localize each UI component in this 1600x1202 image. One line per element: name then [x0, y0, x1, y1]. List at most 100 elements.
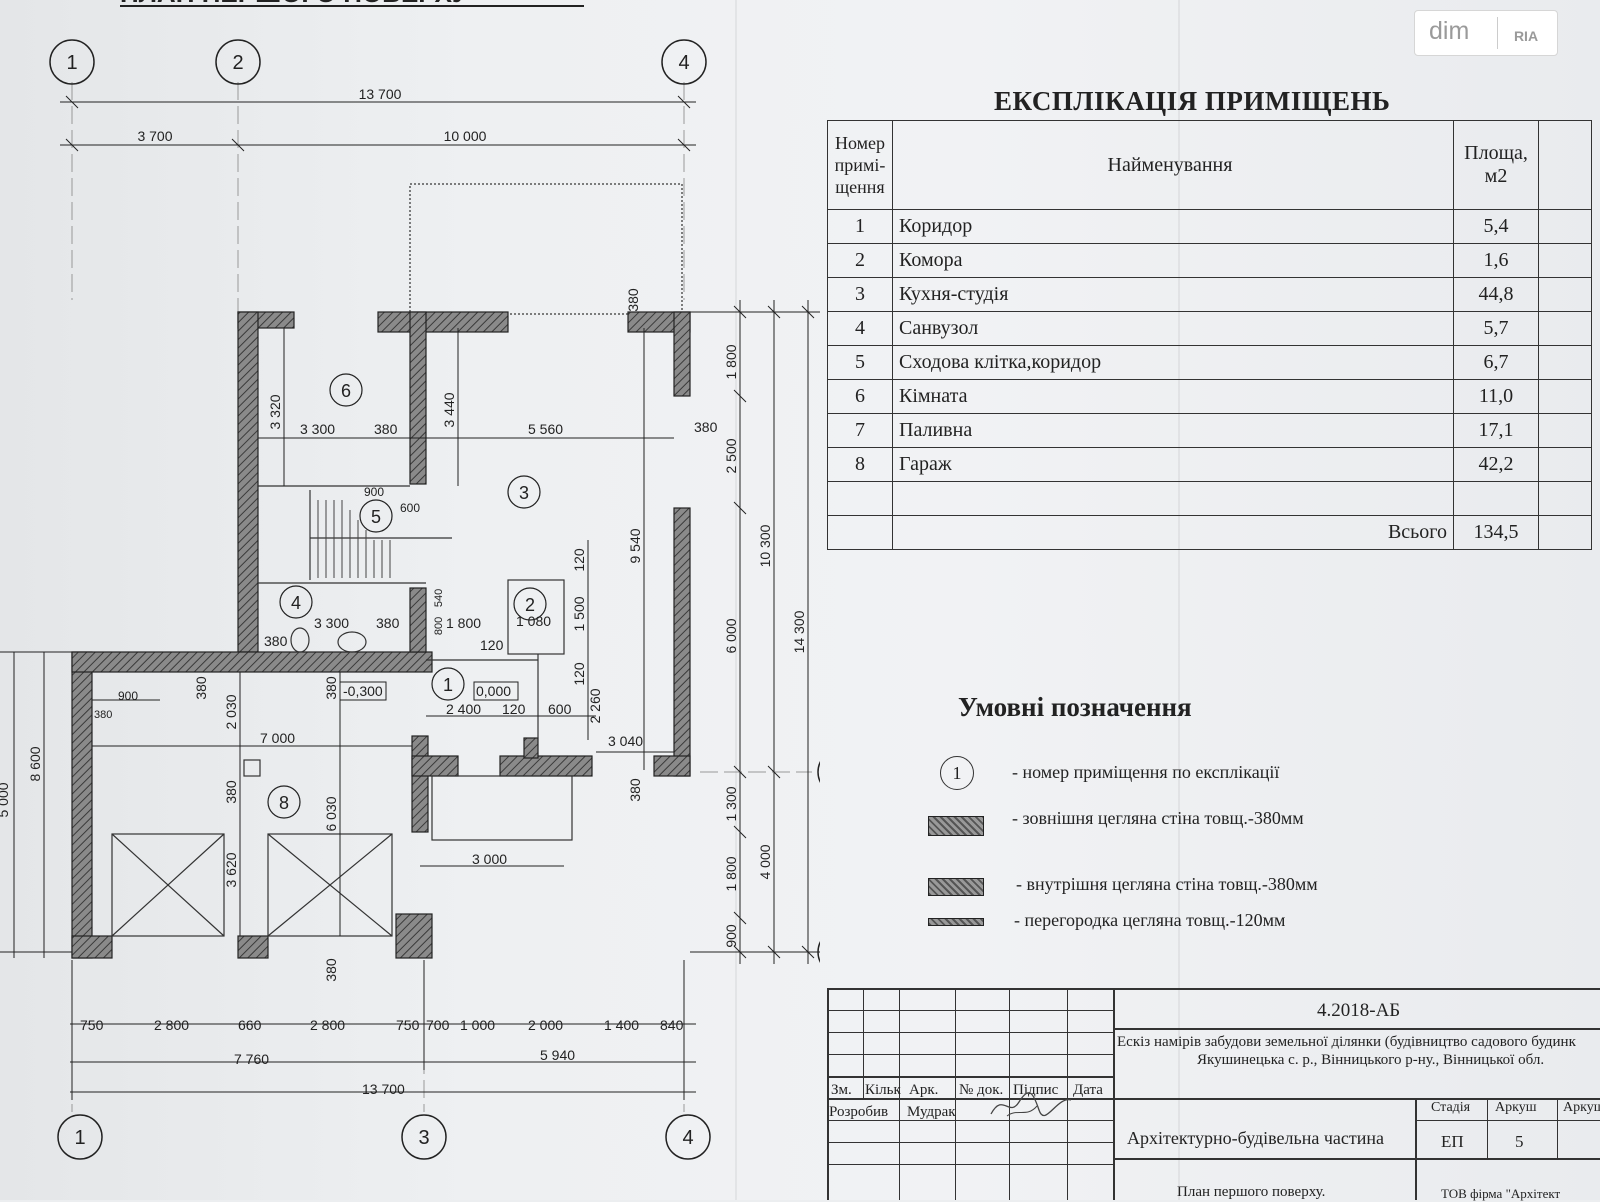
dimension: 120: [502, 701, 526, 717]
room-number: 8: [279, 793, 289, 813]
title-block: 4.2018-АБ Ескіз намірів забудови земельн…: [827, 988, 1600, 1201]
room-number: 5: [371, 507, 381, 527]
partition-swatch-icon: [928, 918, 984, 926]
dimension: 2 260: [587, 688, 603, 723]
logo-text: dim: [1429, 17, 1470, 45]
col-label: Кільк: [865, 1082, 901, 1098]
dimension: 14 300: [791, 610, 807, 653]
dimension: 6 030: [323, 796, 339, 831]
dimension: 120: [571, 662, 587, 686]
dimension: 900: [364, 485, 384, 499]
floor-plan: ПЛАН ПЕРШОГО ПОВЕРХУ 1 2 4 1 3 4 Б А 13 …: [0, 0, 820, 1160]
dimension: 3 440: [441, 392, 457, 427]
dimension: 3 620: [223, 852, 239, 887]
room-area: 5,7: [1453, 311, 1539, 346]
col-label: Підпис: [1013, 1082, 1059, 1098]
room-name: Комора: [892, 243, 1454, 278]
room-number: 6: [341, 381, 351, 401]
dimension: 1 500: [571, 596, 587, 631]
dimension: 1 800: [446, 615, 481, 631]
dimension: 2 800: [154, 1017, 189, 1033]
dimension: 1 080: [516, 613, 551, 629]
total-value: 134,5: [1453, 515, 1539, 550]
dimension: 7 760: [234, 1051, 269, 1067]
dimension: 1 800: [723, 856, 739, 891]
sheets-header: Аркуш: [1563, 1100, 1600, 1115]
dimension: 3 000: [472, 851, 507, 867]
stage-value: ЕП: [1441, 1132, 1464, 1151]
col-label: № док.: [959, 1082, 1004, 1098]
dimension: 1 400: [604, 1017, 639, 1033]
dimension: 1 800: [723, 344, 739, 379]
room-name: Санвузол: [892, 311, 1454, 346]
dimension: 380: [627, 778, 643, 802]
dimension: 2 030: [223, 694, 239, 729]
stage-header: Стадія: [1431, 1100, 1471, 1115]
dimension: 2 000: [528, 1017, 563, 1033]
room-number: 3: [519, 483, 529, 503]
legend-title: Умовні позначення: [958, 692, 1192, 722]
sheet-header: Аркуш: [1495, 1100, 1537, 1115]
dimension: 9 540: [627, 528, 643, 563]
room-num: 3: [827, 277, 893, 312]
axis-label: 3: [418, 1127, 429, 1149]
dimria-logo[interactable]: dim RIA: [1414, 10, 1558, 56]
axis-label: 4: [682, 1127, 693, 1149]
dimension: 2 800: [310, 1017, 345, 1033]
col-label: Зм.: [831, 1082, 852, 1098]
author-name: Мудрак: [907, 1104, 956, 1120]
room-number: 2: [525, 595, 535, 615]
dimension: 10 300: [757, 524, 773, 567]
project-description: Ескіз намірів забудови земельної ділянки…: [1117, 1034, 1576, 1050]
axis-label: 2: [232, 52, 243, 74]
plan-caption: План першого поверху.: [1177, 1184, 1326, 1200]
dimension: 380: [223, 780, 239, 804]
room-number: 4: [291, 593, 301, 613]
header-name: Найменування: [892, 120, 1454, 210]
room-name: Коридор: [892, 209, 1454, 244]
section-title: Архітектурно-будівельна частина: [1127, 1128, 1384, 1148]
room-area: 11,0: [1453, 379, 1539, 414]
total-row: Всього 134,5: [827, 515, 1592, 550]
room-area: 1,6: [1453, 243, 1539, 278]
dimension: 380: [94, 709, 112, 721]
dimension: 380: [264, 633, 288, 649]
room-area: 42,2: [1453, 447, 1539, 482]
dimension: 3 300: [314, 615, 349, 631]
dimension: 10 000: [444, 128, 487, 144]
dimension: 1 000: [460, 1017, 495, 1033]
dimension: 5 560: [528, 421, 563, 437]
total-label: Всього: [892, 515, 1454, 550]
dimension: 700: [426, 1017, 450, 1033]
dimension: 380: [376, 615, 400, 631]
dimension: 900: [118, 689, 138, 703]
dimension: 600: [400, 501, 420, 515]
dimension: 4 000: [757, 844, 773, 879]
dimension: 380: [694, 419, 718, 435]
room-area: 17,1: [1453, 413, 1539, 448]
room-number: 1: [443, 675, 453, 695]
dimension: 13 700: [362, 1081, 405, 1097]
paper-fold: [1178, 0, 1180, 1200]
level-mark: 0,000: [476, 683, 511, 699]
dimension: 380: [323, 676, 339, 700]
col-label: Дата: [1073, 1082, 1103, 1098]
ria-badge-icon: RIA: [1513, 28, 1539, 44]
header-area: Площа, м2: [1453, 120, 1539, 210]
room-num: 4: [827, 311, 893, 346]
dimension: 5 000: [0, 782, 11, 817]
axis-label: 1: [66, 52, 77, 74]
external-wall-swatch-icon: [928, 816, 984, 836]
dimension: 8 600: [27, 746, 43, 781]
dimension: 5 940: [540, 1047, 575, 1063]
col-label: Арк.: [909, 1082, 939, 1098]
project-location: Якушинецька с. р., Вінницького р-ну., Ві…: [1197, 1052, 1545, 1068]
dimension: 3 040: [608, 733, 643, 749]
dimension: 120: [571, 548, 587, 572]
level-mark: -0,300: [343, 683, 383, 699]
